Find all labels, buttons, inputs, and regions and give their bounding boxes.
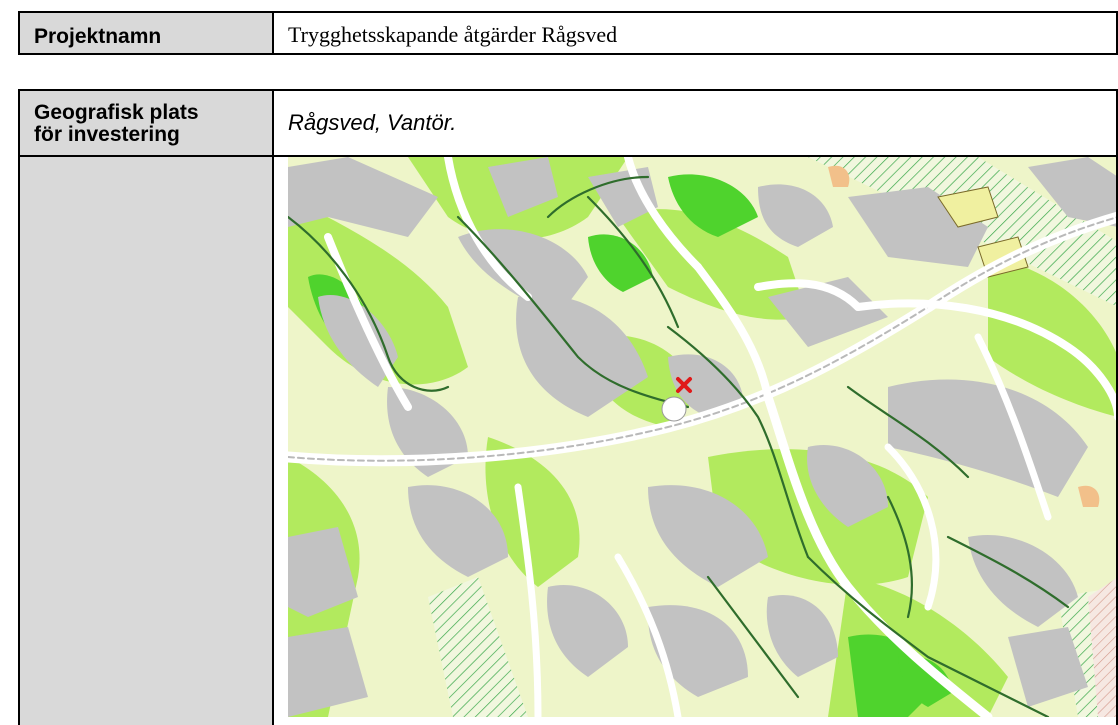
building-blocks bbox=[288, 157, 1116, 717]
location-value-text: Rågsved, Vantör. bbox=[288, 110, 457, 135]
project-name-value-text: Trygghetsskapande åtgärder Rågsved bbox=[288, 22, 618, 47]
red-x-marker-icon bbox=[676, 377, 692, 393]
plaza-circle bbox=[661, 396, 687, 422]
hatched-area-bottom-left bbox=[428, 577, 528, 717]
hatched-area-red bbox=[1088, 578, 1116, 717]
project-name-label-text: Projektnamn bbox=[34, 25, 162, 48]
location-label-line2: för investering bbox=[34, 123, 180, 146]
location-map bbox=[288, 157, 1116, 717]
walking-paths bbox=[288, 175, 1070, 717]
map-cell bbox=[272, 155, 1118, 725]
project-name-label: Projektnamn bbox=[18, 11, 274, 55]
location-value: Rågsved, Vantör. bbox=[272, 89, 1118, 157]
project-name-value: Trygghetsskapande åtgärder Rågsved bbox=[272, 11, 1118, 55]
location-label: Geografisk plats för investering bbox=[18, 89, 274, 157]
roads bbox=[288, 157, 1116, 717]
map-row-label-cell bbox=[18, 155, 274, 725]
location-label-line1: Geografisk plats bbox=[34, 101, 199, 124]
